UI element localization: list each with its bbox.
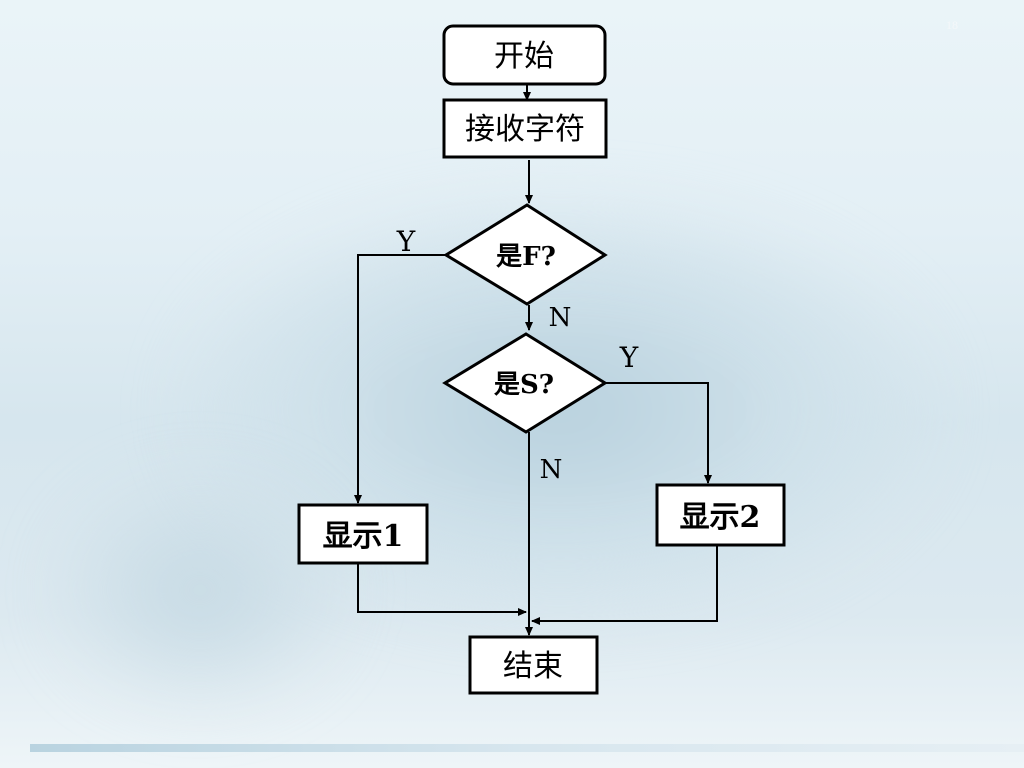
- display1-label: 显示1: [323, 519, 404, 554]
- footer-bar: [30, 744, 1024, 752]
- display2-label: 显示2: [680, 500, 761, 535]
- end-node: 结束: [468, 635, 599, 695]
- start-label: 开始: [494, 39, 554, 74]
- decision-s-label: 是S?: [494, 370, 554, 400]
- receive-label: 接收字符: [465, 112, 585, 147]
- start-node: 开始: [442, 24, 607, 86]
- receive-node: 接收字符: [442, 98, 608, 159]
- edge-display2-end: [531, 545, 718, 625]
- edge-f-yes-display1: [354, 254, 446, 504]
- decision-s-node: 是S?: [442, 332, 608, 434]
- edge-label-s-yes: Y: [619, 341, 639, 374]
- decision-f-label: 是F?: [496, 242, 556, 272]
- edge-label-f-yes: Y: [396, 225, 416, 258]
- display1-node: 显示1: [297, 503, 429, 565]
- end-label: 结束: [503, 649, 563, 684]
- edge-display1-end: [357, 563, 527, 616]
- edge-s-yes-display2: [605, 382, 712, 484]
- edge-label-s-no: N: [540, 455, 563, 485]
- edge-label-f-no: N: [549, 303, 572, 333]
- decision-f-node: 是F?: [443, 203, 608, 306]
- background-face: [40, 460, 360, 720]
- display2-node: 显示2: [655, 483, 786, 547]
- slide-number: 18: [946, 18, 958, 32]
